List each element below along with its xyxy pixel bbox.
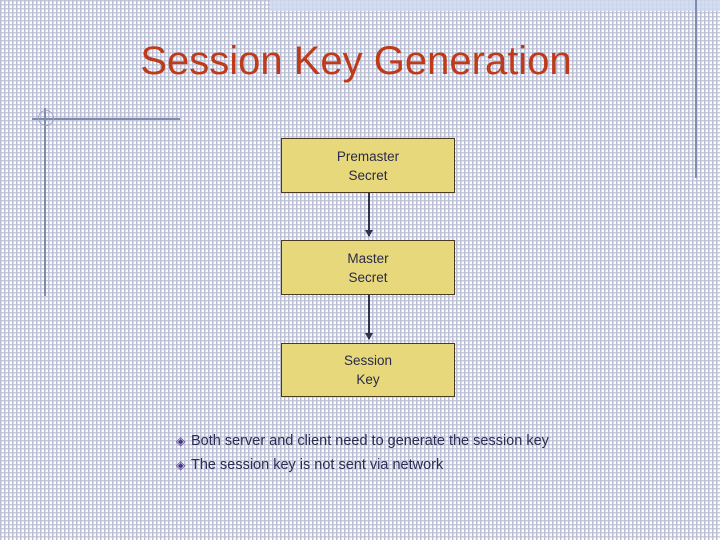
flow-box-session-key: Session Key <box>281 343 455 397</box>
flow-box-line1: Master <box>347 250 389 266</box>
flow-box-master-secret: Master Secret <box>281 240 455 295</box>
list-item-text: The session key is not sent via network <box>191 457 444 473</box>
arrow-premaster-to-master <box>364 193 373 237</box>
bullet-list: ◈ Both server and client need to generat… <box>176 430 696 478</box>
top-accent-band <box>270 0 720 11</box>
flow-box-line1: Premaster <box>336 148 400 164</box>
vertical-rule <box>44 108 46 296</box>
list-item-text: Both server and client need to generate … <box>191 433 549 449</box>
flow-box-line2: Key <box>356 372 380 387</box>
page-title: Session Key Generation <box>140 39 572 83</box>
horizontal-rule <box>32 118 180 120</box>
decorative-mark <box>28 100 188 300</box>
flow-box-line1: Session <box>343 353 393 368</box>
circle-outline-icon <box>38 110 54 126</box>
list-item: ◈ The session key is not sent via networ… <box>176 454 696 476</box>
list-item: ◈ Both server and client need to generat… <box>176 430 696 452</box>
right-vertical-rule <box>695 0 697 178</box>
flow-box-premaster-secret: Premaster Secret <box>281 138 455 193</box>
diamond-bullet-icon: ◈ <box>176 434 186 448</box>
arrow-master-to-session <box>364 295 373 340</box>
flow-box-line2: Secret <box>348 269 388 285</box>
flow-box-line2: Secret <box>348 167 388 183</box>
diamond-bullet-icon: ◈ <box>176 458 186 472</box>
